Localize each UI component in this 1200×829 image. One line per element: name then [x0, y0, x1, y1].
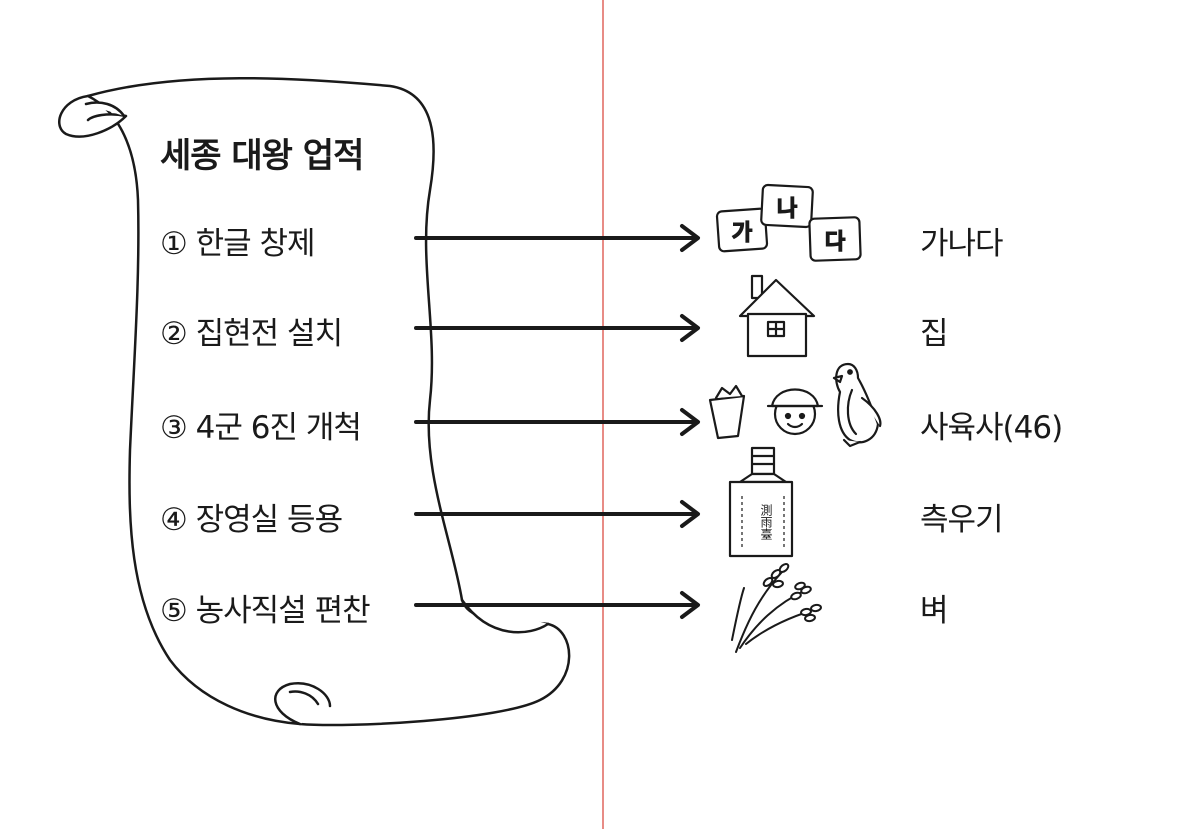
achievement-label-2: ② 집현전 설치 [160, 316, 343, 352]
hangul-blocks-icon: 가 나 다 [715, 183, 862, 262]
arrow-2-icon [414, 314, 700, 342]
mnemonic-word-2: 집 [920, 316, 949, 352]
arrows [414, 224, 700, 619]
arrow-1-icon [414, 224, 700, 252]
achievement-label-1: ① 한글 창제 [160, 226, 316, 262]
arrow-5-icon [414, 591, 700, 619]
mnemonic-word-1: 가나다 [920, 226, 1004, 262]
rain-gauge-icon: 測雨臺 [728, 446, 794, 558]
achievement-label-5: ⑤ 농사직설 편찬 [160, 593, 371, 629]
svg-text:가: 가 [732, 221, 752, 246]
arrow-3-icon [414, 408, 700, 436]
mnemonic-word-4: 측우기 [920, 502, 1004, 538]
mnemonic-word-3: 사육사(46) [920, 410, 1063, 446]
rain-gauge-label: 測雨臺 [759, 504, 773, 540]
scroll-icon [58, 77, 571, 727]
svg-text:나: 나 [777, 197, 797, 222]
achievement-label-3: ③ 4군 6진 개척 [160, 410, 362, 446]
arrow-4-icon [414, 500, 700, 528]
house-icon [738, 274, 816, 358]
scroll-title: 세종 대왕 업적 [160, 136, 364, 176]
svg-text:다: 다 [825, 230, 846, 255]
achievement-label-4: ④ 장영실 등용 [160, 502, 343, 538]
rice-stalk-icon [731, 563, 822, 653]
zookeeper-and-penguin-icon [708, 362, 882, 448]
mnemonic-word-5: 벼 [920, 593, 949, 629]
